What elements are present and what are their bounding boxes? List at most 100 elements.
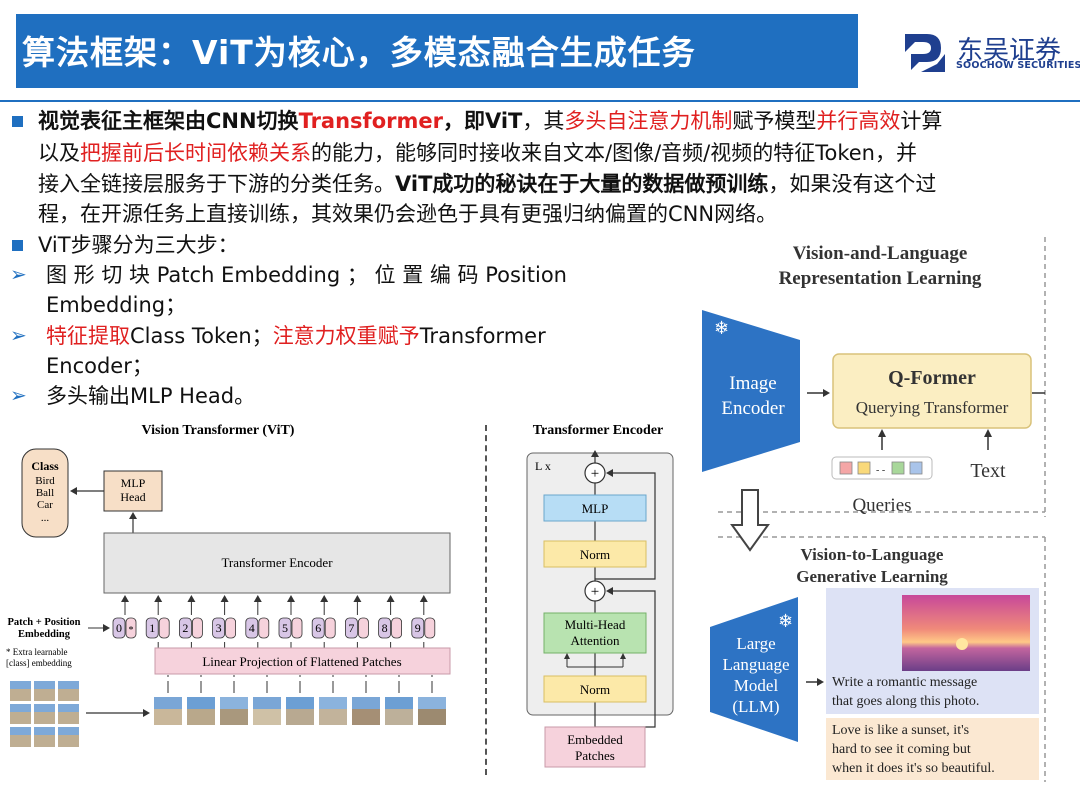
patch-embedding-token xyxy=(158,617,170,639)
arrow-head xyxy=(353,595,362,602)
input-image-tile-building xyxy=(34,689,55,701)
image-patch-building xyxy=(253,709,281,725)
multi-head-attention-block xyxy=(543,612,647,654)
position-index: 2 xyxy=(182,621,188,635)
position-index: 4 xyxy=(249,621,255,635)
text-span: ，其 xyxy=(522,109,565,133)
arrow-head xyxy=(386,595,395,602)
transformer-encoder-label: Transformer Encoder xyxy=(221,555,333,570)
stage2-title: Generative Learning xyxy=(796,567,948,586)
norm-block xyxy=(543,675,647,703)
image-patch-building xyxy=(385,709,413,725)
paragraph-line-2: 以及把握前后长时间依赖关系的能力，能够同时接收来自文本/图像/音频/视频的特征T… xyxy=(38,138,917,169)
qformer-title: Q-Former xyxy=(888,367,976,389)
prompt-text: Write a romantic message xyxy=(832,675,977,690)
image-patch-building xyxy=(352,709,380,725)
stage1-title: Vision-and-Language xyxy=(793,243,968,264)
position-index: 8 xyxy=(382,621,388,635)
arrow-head xyxy=(121,595,129,602)
image-patch-building xyxy=(154,709,182,725)
position-embedding-token xyxy=(212,617,226,639)
patch-embedding-token xyxy=(391,617,403,639)
class-item: Bird xyxy=(35,475,55,487)
image-patch-building xyxy=(187,709,215,725)
llm-label: Large xyxy=(736,634,775,653)
embedded-patches-label: Patches xyxy=(575,748,615,763)
text-span: ，即ViT xyxy=(442,109,523,133)
vit-diagram: Vision Transformer (ViT) Class Bird Ball… xyxy=(6,423,451,749)
residual-add-icon xyxy=(584,580,606,602)
position-index: 6 xyxy=(315,621,321,635)
text-span: 接入全链接层服务于下游的分类任务。 xyxy=(38,172,395,196)
step-2-line-1: 特征提取Class Token；注意力权重赋予Transformer xyxy=(46,321,546,352)
image-encoder-label: Image xyxy=(729,373,776,394)
extra-learnable-note: [class] embedding xyxy=(6,658,72,668)
text-span: ViT成功的秘诀在于大量的数据做预训练 xyxy=(395,172,769,196)
class-item: Ball xyxy=(36,487,54,499)
arrow-bullet-icon: ➢ xyxy=(10,323,27,347)
header-divider xyxy=(0,100,1080,102)
input-image-tile-building xyxy=(34,712,55,724)
embedded-patches-label: Embedded xyxy=(567,732,623,747)
llm-label: Model xyxy=(734,676,779,695)
company-logo xyxy=(897,24,1073,80)
text-span: 注意力权重赋予 xyxy=(272,324,420,348)
position-embedding-token xyxy=(411,617,425,639)
input-image-tile-building xyxy=(10,712,31,724)
patch-embedding-token xyxy=(258,617,270,639)
position-embedding-token xyxy=(145,617,159,639)
position-index: 7 xyxy=(348,621,354,635)
text-span: 多头自注意力机制 xyxy=(564,109,733,133)
text-span: 的能力，能够同时接收来自文本/图像/音频/视频的特征Token，并 xyxy=(311,141,917,165)
text-span: 把握前后长时间依赖关系 xyxy=(80,141,311,165)
arrow-head xyxy=(143,709,150,717)
title-bar xyxy=(16,14,858,88)
patch-embedding-token xyxy=(191,617,203,639)
arrow-head xyxy=(187,595,196,602)
position-embedding-token xyxy=(178,617,192,639)
image-patch-building xyxy=(418,709,446,725)
position-embedding-token xyxy=(112,617,126,639)
position-index: 9 xyxy=(415,621,421,635)
stage2-title: Vision-to-Language xyxy=(801,545,944,564)
patch-position-label: Patch + Position xyxy=(7,617,80,628)
paragraph-line-3: 接入全链接层服务于下游的分类任务。ViT成功的秘诀在于大量的数据做预训练，如果没… xyxy=(38,169,936,200)
prompt-text: that goes along this photo. xyxy=(832,694,979,709)
text-span: 特征提取 xyxy=(46,324,130,348)
step-1-line-2: Embedding； xyxy=(46,293,187,317)
image-encoder-block xyxy=(702,310,800,472)
text-input-label: Text xyxy=(970,460,1006,482)
qformer-subtitle: Querying Transformer xyxy=(856,398,1009,417)
answer-text: when it does it's so beautiful. xyxy=(832,761,995,776)
repeat-label: L x xyxy=(535,459,551,473)
llm-label: (LLM) xyxy=(732,697,779,716)
embedded-patches-box xyxy=(544,726,646,768)
paragraph-line-1: 视觉表征主框架由CNN切换Transformer，即ViT，其多头自注意力机制赋… xyxy=(38,106,1078,137)
transformer-encoder-box xyxy=(103,532,451,594)
image-patch-building xyxy=(319,709,347,725)
mlp-head-label: Head xyxy=(120,490,145,504)
text-span: 以及 xyxy=(38,141,80,165)
image-patch-building xyxy=(286,709,314,725)
class-output-box xyxy=(21,448,69,538)
input-image-tile-building xyxy=(10,735,31,747)
position-embedding-token xyxy=(378,617,392,639)
step-3: 多头输出MLP Head。 xyxy=(46,384,256,408)
class-token-star: * xyxy=(129,625,134,636)
extra-learnable-note: * Extra learnable xyxy=(6,647,67,657)
blip2-diagram: Vision-and-Language Representation Learn… xyxy=(702,237,1046,782)
logo-text-cn: 东吴证券 xyxy=(957,36,1062,66)
patch-position-label: Embedding xyxy=(18,629,71,640)
answer-text: hard to see it coming but xyxy=(832,742,971,757)
input-image-tile-building xyxy=(58,735,79,747)
residual-connection xyxy=(595,472,656,580)
patch-embedding-token xyxy=(225,617,237,639)
queries-tokens-box xyxy=(831,456,933,480)
linear-projection-box xyxy=(154,647,451,675)
bullet-square-icon xyxy=(12,116,23,127)
class-label: Class xyxy=(31,459,59,473)
position-index: 1 xyxy=(149,621,155,635)
arrow-head xyxy=(419,595,428,602)
text-span: Transformer xyxy=(419,324,546,348)
